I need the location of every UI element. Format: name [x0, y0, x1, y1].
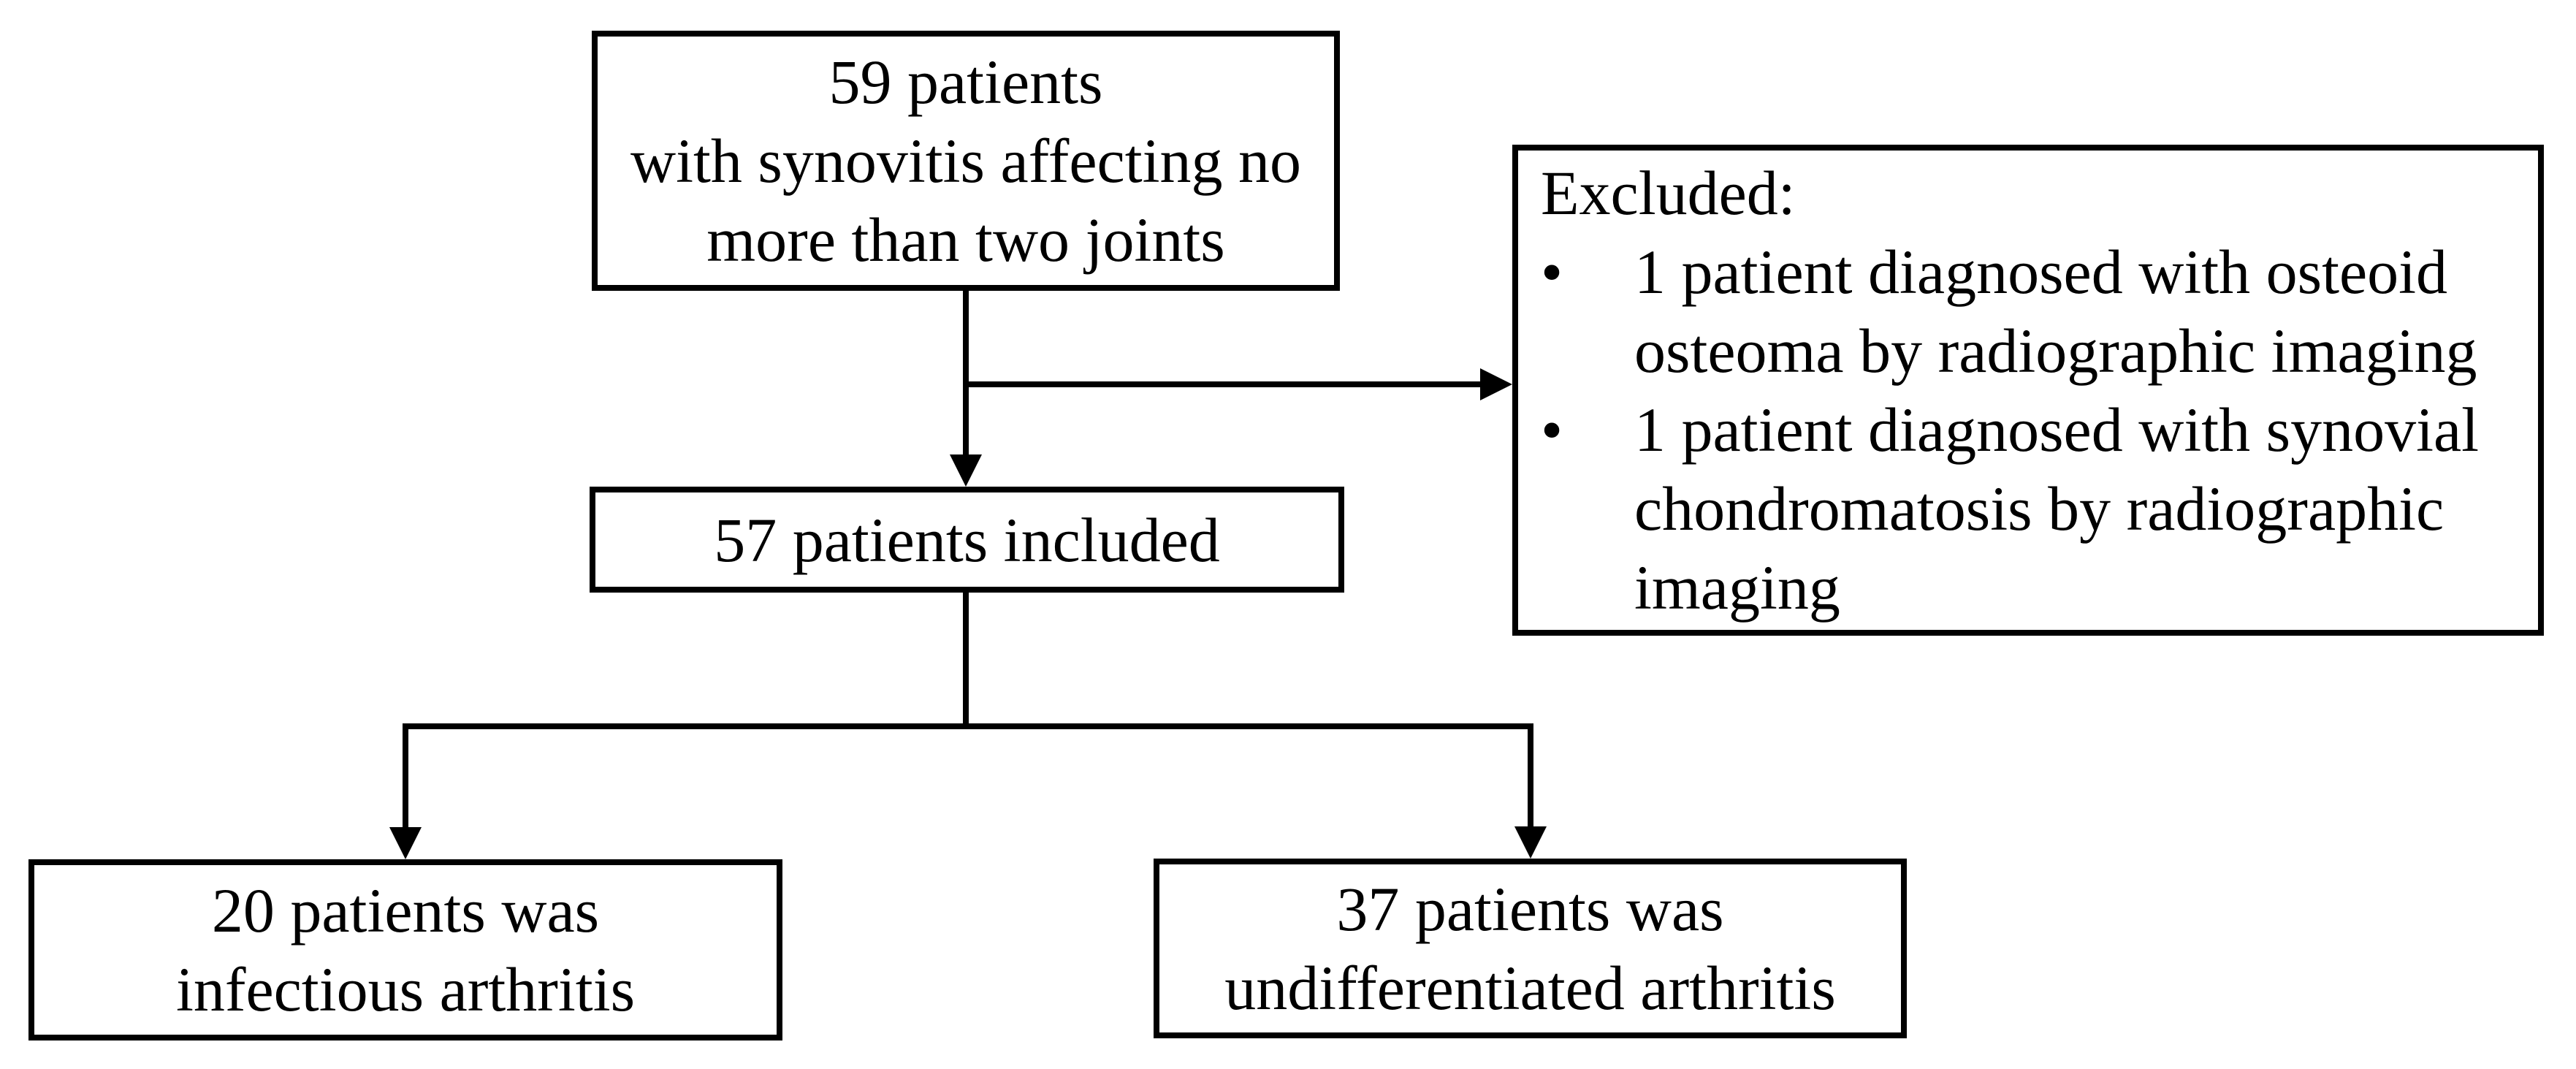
- node-infectious-arthritis: 20 patients was infectious arthritis: [28, 859, 782, 1041]
- excluded-item-text: 1 patient diagnosed with osteoid osteoma…: [1634, 237, 2477, 386]
- excluded-list: • 1 patient diagnosed with osteoid osteo…: [1541, 232, 2522, 627]
- infectious-count-line: 20 patients was: [211, 875, 600, 946]
- excluded-heading: Excluded:: [1541, 158, 1796, 228]
- infectious-diagnosis-line: infectious arthritis: [175, 954, 636, 1024]
- excluded-item-text: 1 patient diagnosed with synovial chondr…: [1634, 395, 2480, 623]
- list-item: • 1 patient diagnosed with osteoid osteo…: [1541, 232, 2522, 390]
- arrowhead-down-icon: [1514, 826, 1547, 859]
- connector-split-horizontal: [403, 723, 1533, 729]
- connector-included-to-split: [963, 593, 969, 729]
- connector-split-to-infectious: [403, 723, 408, 829]
- undifferentiated-diagnosis-line: undifferentiated arthritis: [1224, 953, 1836, 1023]
- included-count-line: 57 patients included: [714, 504, 1220, 575]
- bullet-icon: •: [1541, 395, 1563, 465]
- connector-branch-to-excluded: [966, 381, 1482, 387]
- node-excluded: Excluded: • 1 patient diagnosed with ost…: [1512, 145, 2544, 636]
- arrowhead-right-icon: [1480, 368, 1512, 400]
- enrolled-description-line: with synovitis affecting no more than tw…: [630, 126, 1302, 275]
- connector-enrolled-to-included: [963, 291, 969, 457]
- arrowhead-down-icon: [950, 454, 982, 487]
- connector-split-to-undifferentiated: [1528, 723, 1533, 828]
- enrolled-count-line: 59 patients: [828, 47, 1103, 117]
- bullet-icon: •: [1541, 237, 1563, 307]
- undifferentiated-count-line: 37 patients was: [1336, 874, 1724, 944]
- list-item: • 1 patient diagnosed with synovial chon…: [1541, 390, 2522, 627]
- node-undifferentiated-arthritis: 37 patients was undifferentiated arthrit…: [1154, 859, 1907, 1038]
- node-included-patients: 57 patients included: [590, 487, 1344, 593]
- arrowhead-down-icon: [389, 827, 422, 859]
- node-enrolled-patients: 59 patients with synovitis affecting no …: [592, 31, 1340, 291]
